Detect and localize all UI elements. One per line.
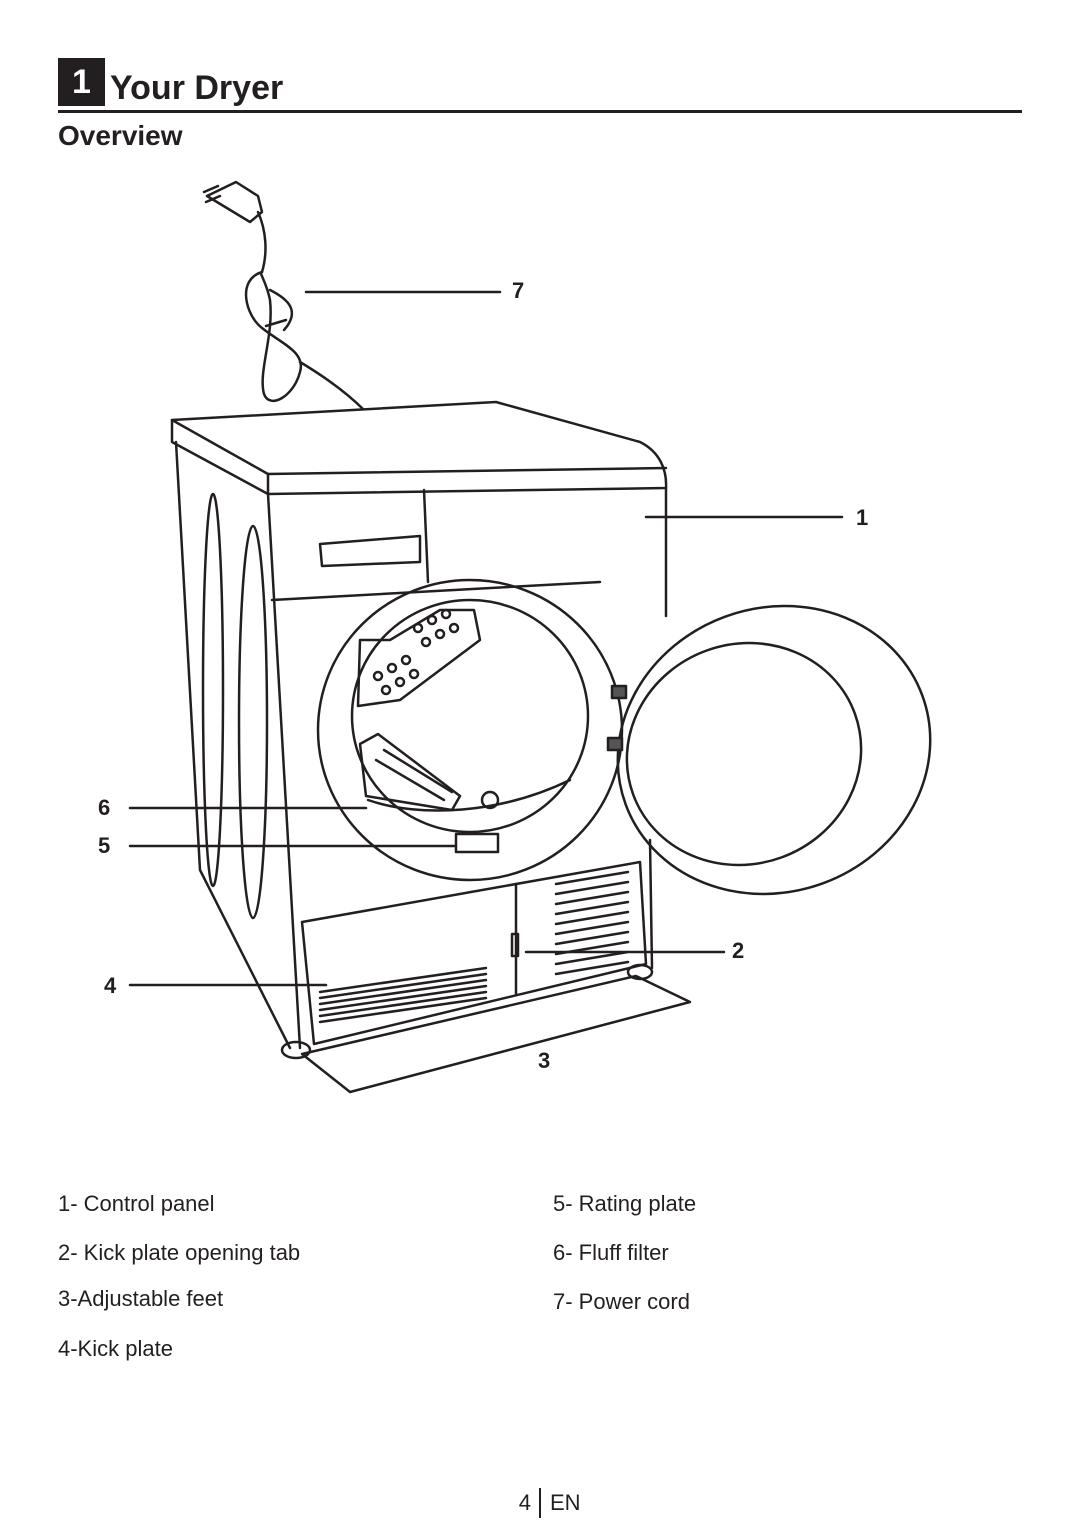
legend-item-kick-plate: 4-Kick plate [58,1336,173,1361]
section-header: 1 Your Dryer [58,58,1022,113]
callout-number-3: 3 [538,1048,550,1073]
callout-number-1: 1 [856,505,868,530]
subheading: Overview [58,120,183,151]
legend-item-adjustable-feet: 3-Adjustable feet [58,1286,224,1311]
dryer-cabinet-drawing [170,400,932,1094]
page-footer: 4 EN [0,1486,1080,1520]
legend-item-rating-plate: 5- Rating plate [553,1191,697,1216]
page-number: 4 [518,1490,531,1515]
section-title: Your Dryer [110,69,284,107]
callout-number-4: 4 [104,973,117,998]
callout-number-6: 6 [98,795,110,820]
callout-number-2: 2 [732,938,744,963]
power-cord-drawing [202,180,366,412]
legend-item-fluff-filter: 6- Fluff filter [553,1240,669,1265]
footer-divider [539,1488,541,1518]
section-number-badge: 1 [58,58,105,106]
callout-number-7: 7 [512,278,524,303]
language-code: EN [550,1490,581,1515]
legend-item-kick-plate-opening-tab: 2- Kick plate opening tab [58,1240,301,1265]
callout-number-5: 5 [98,833,110,858]
legend-item-power-cord: 7- Power cord [553,1289,690,1314]
dryer-illustration: 1 2 3 4 5 6 7 [0,160,1080,1120]
legend-item-control-panel: 1- Control panel [58,1191,215,1216]
